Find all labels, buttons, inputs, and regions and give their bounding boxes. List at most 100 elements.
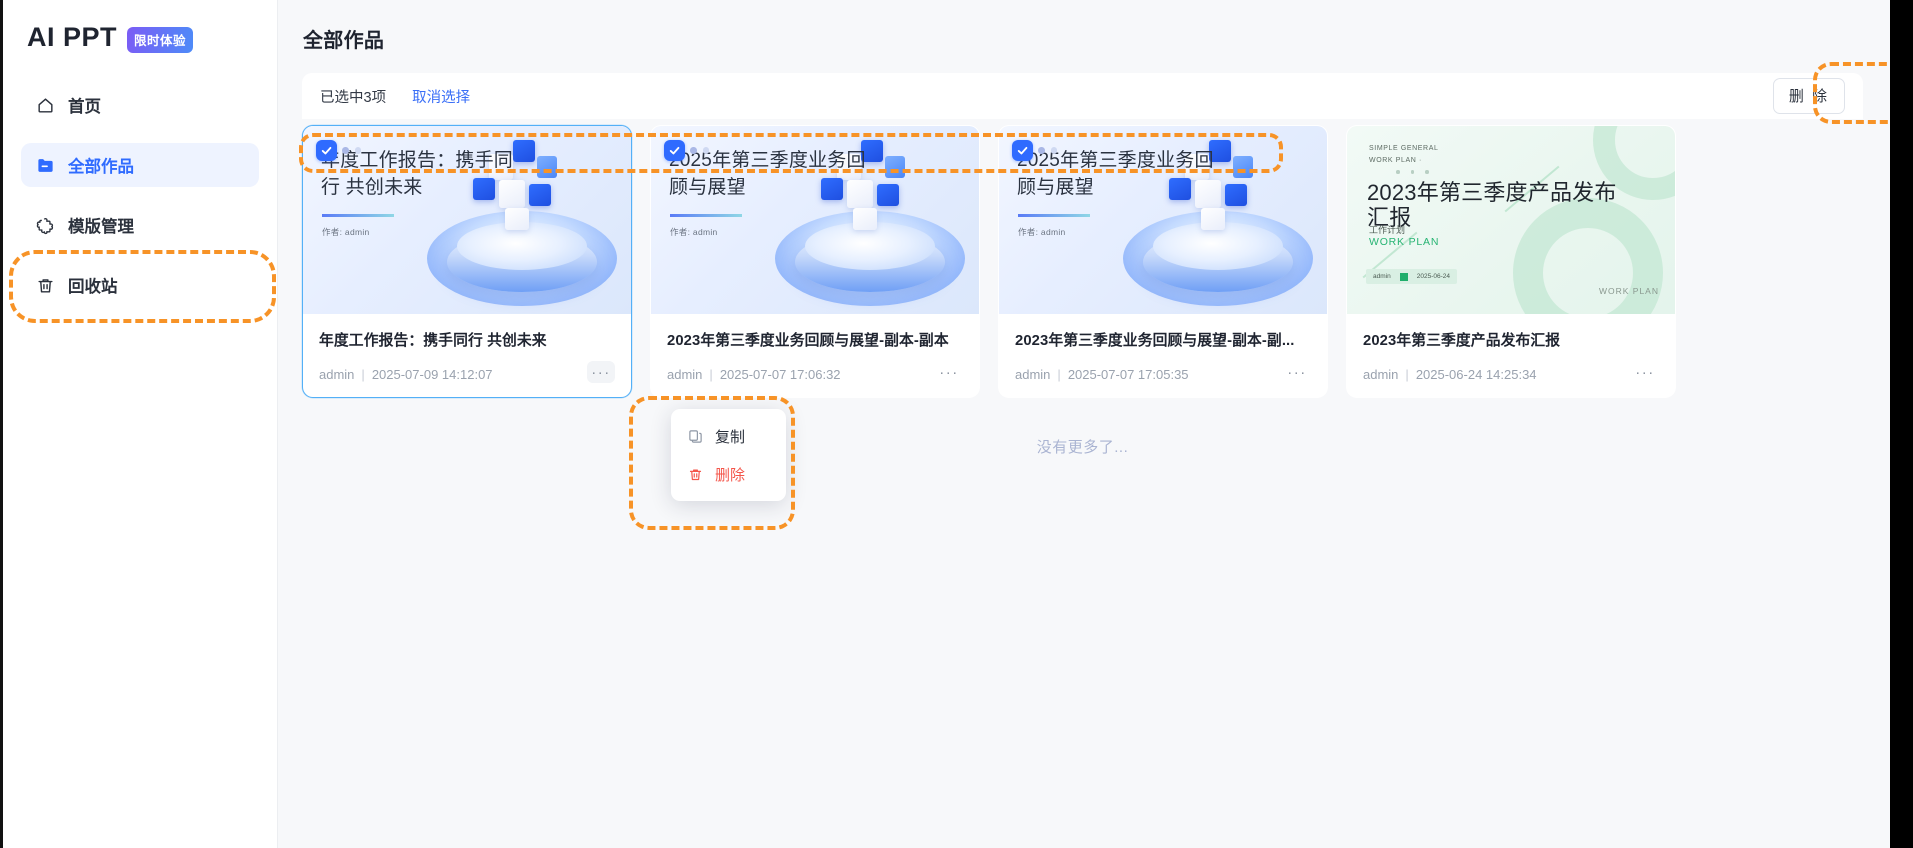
selection-toolbar: 已选中3项 取消选择 删 除 [302,73,1863,119]
check-icon [1017,146,1028,155]
thumbnail-work-plan-label: WORK PLAN [1369,236,1440,248]
home-icon [35,95,55,115]
sidebar: AI PPT 限时体验 首页 全部作品 [3,0,278,848]
sidebar-item-label: 首页 [68,98,101,116]
meta-separator: | [361,366,365,382]
works-grid: 年度工作报告：携手同行 共创未来 作者: admin 年度工作报告：携手同行 共… [302,125,1890,402]
meta-separator: | [709,366,713,382]
card-timestamp: 2025-06-24 14:25:34 [1415,366,1537,382]
chip-owner: admin [1373,273,1391,280]
card-checkbox[interactable] [1012,140,1033,161]
card-checkbox[interactable] [664,140,685,161]
sidebar-item-recycle-bin[interactable]: 回收站 [21,263,259,307]
context-menu-item-label: 复制 [715,428,746,446]
card-title: 2023年第三季度业务回顾与展望-副本-副... [1015,333,1295,349]
card-body: 2023年第三季度业务回顾与展望-副本-副... admin | 2025-07… [999,314,1327,397]
thumbnail-dots-decoration [1396,170,1429,174]
toolbar-right-group: 删 除 [1772,78,1845,114]
folder-icon [35,155,55,175]
context-menu-item-delete[interactable]: 删除 [671,455,786,493]
card-owner: admin [319,366,355,382]
work-card[interactable]: 2025年第三季度业务回顾与展望 作者: admin 2023年第三季度业务回顾… [998,125,1328,398]
sidebar-item-label: 全部作品 [68,158,134,176]
thumbnail-underline [1018,214,1090,217]
page-title: 全部作品 [303,30,385,52]
thumbnail-author-chip: admin 2025-06-24 [1366,269,1457,284]
thumbnail-title: 2025年第三季度业务回顾与展望 [669,150,866,198]
work-card[interactable]: 年度工作报告：携手同行 共创未来 作者: admin 年度工作报告：携手同行 共… [302,125,632,398]
card-title: 年度工作报告：携手同行 共创未来 [319,333,547,349]
copy-icon [687,428,704,445]
cancel-selection-link[interactable]: 取消选择 [412,89,471,106]
sidebar-nav: 首页 全部作品 模版管理 回收站 [3,83,277,307]
check-icon [669,146,680,155]
card-context-menu: 复制 删除 [671,409,786,501]
card-thumbnail: 2025年第三季度业务回顾与展望 作者: admin [999,126,1327,314]
main-content: 全部作品 已选中3项 取消选择 删 除 [278,0,1890,848]
thumbnail-title: 2025年第三季度业务回顾与展望 [1017,150,1214,198]
chip-date: 2025-06-24 [1416,273,1450,280]
screen-right-edge [1890,0,1913,848]
thumbnail-disc-top-decoration [457,222,587,270]
card-more-button[interactable]: ··· [1635,363,1655,381]
card-more-button[interactable]: ··· [1287,363,1307,381]
card-indicator-dots [690,147,709,154]
puzzle-icon [35,215,55,235]
brand-trial-badge: 限时体验 [127,26,194,53]
card-checkbox[interactable] [316,140,337,161]
card-more-button[interactable]: ··· [587,361,615,383]
thumbnail-author: 作者: admin [1018,227,1066,237]
card-meta: admin | 2025-06-24 14:25:34 ··· [1363,363,1659,385]
context-menu-item-copy[interactable]: 复制 [671,417,786,455]
card-owner: admin [1015,366,1051,382]
thumbnail-cubes-decoration [459,136,579,256]
work-card[interactable]: SIMPLE GENERAL WORK PLAN · 2023年第三季度产品发布… [1346,125,1676,398]
sidebar-item-template-manage[interactable]: 模版管理 [21,203,259,247]
card-owner: admin [667,366,703,382]
thumbnail-underline [322,214,394,217]
card-timestamp: 2025-07-07 17:06:32 [719,366,841,382]
meta-separator: | [1057,366,1061,382]
thumbnail-corner-label: WORK PLAN [1598,286,1659,296]
card-timestamp: 2025-07-07 17:05:35 [1067,366,1189,382]
card-body: 2023年第三季度业务回顾与展望-副本-副本 admin | 2025-07-0… [651,314,979,397]
thumbnail-title: 2023年第三季度产品发布汇报 [1367,180,1617,230]
check-icon [321,146,332,155]
trash-icon [35,275,55,295]
meta-separator: | [1405,366,1409,382]
sidebar-item-all-works[interactable]: 全部作品 [21,143,259,187]
thumbnail-cubes-decoration [1155,136,1275,256]
card-meta: admin | 2025-07-09 14:12:07 ··· [319,361,615,385]
thumbnail-disc-top-decoration [805,222,935,270]
context-menu-item-label: 删除 [715,466,746,484]
brand-name: AI PPT [27,22,118,52]
chip-square-icon [1399,272,1408,281]
card-indicator-dots [342,147,361,154]
trash-icon [687,466,704,483]
delete-button[interactable]: 删 除 [1772,78,1845,114]
card-thumbnail: 年度工作报告：携手同行 共创未来 作者: admin [303,126,631,314]
sidebar-item-label: 回收站 [68,278,118,296]
card-thumbnail: SIMPLE GENERAL WORK PLAN · 2023年第三季度产品发布… [1347,126,1675,314]
card-timestamp: 2025-07-09 14:12:07 [371,366,493,382]
card-more-button[interactable]: ··· [939,363,959,381]
work-card[interactable]: 2025年第三季度业务回顾与展望 作者: admin 2023年第三季度业务回顾… [650,125,980,398]
card-meta: admin | 2025-07-07 17:06:32 ··· [667,363,963,385]
thumbnail-author: 作者: admin [670,227,718,237]
thumbnail-subtitle: 工作计划 [1369,225,1406,235]
selected-count-label: 已选中3项 [320,89,387,106]
sidebar-item-label: 模版管理 [68,218,134,236]
card-title: 2023年第三季度产品发布汇报 [1363,333,1561,349]
sidebar-item-home[interactable]: 首页 [21,83,259,127]
brand-logo[interactable]: AI PPT 限时体验 [3,0,277,53]
card-body: 2023年第三季度产品发布汇报 admin | 2025-06-24 14:25… [1347,314,1675,397]
card-title: 2023年第三季度业务回顾与展望-副本-副本 [667,333,949,349]
card-indicator-dots [1038,147,1057,154]
card-owner: admin [1363,366,1399,382]
card-body: 年度工作报告：携手同行 共创未来 admin | 2025-07-09 14:1… [303,314,631,397]
card-meta: admin | 2025-07-07 17:05:35 ··· [1015,363,1311,385]
nav-spacer [21,255,259,263]
thumbnail-cubes-decoration [807,136,927,256]
thumbnail-kicker: SIMPLE GENERAL WORK PLAN · [1369,145,1439,164]
